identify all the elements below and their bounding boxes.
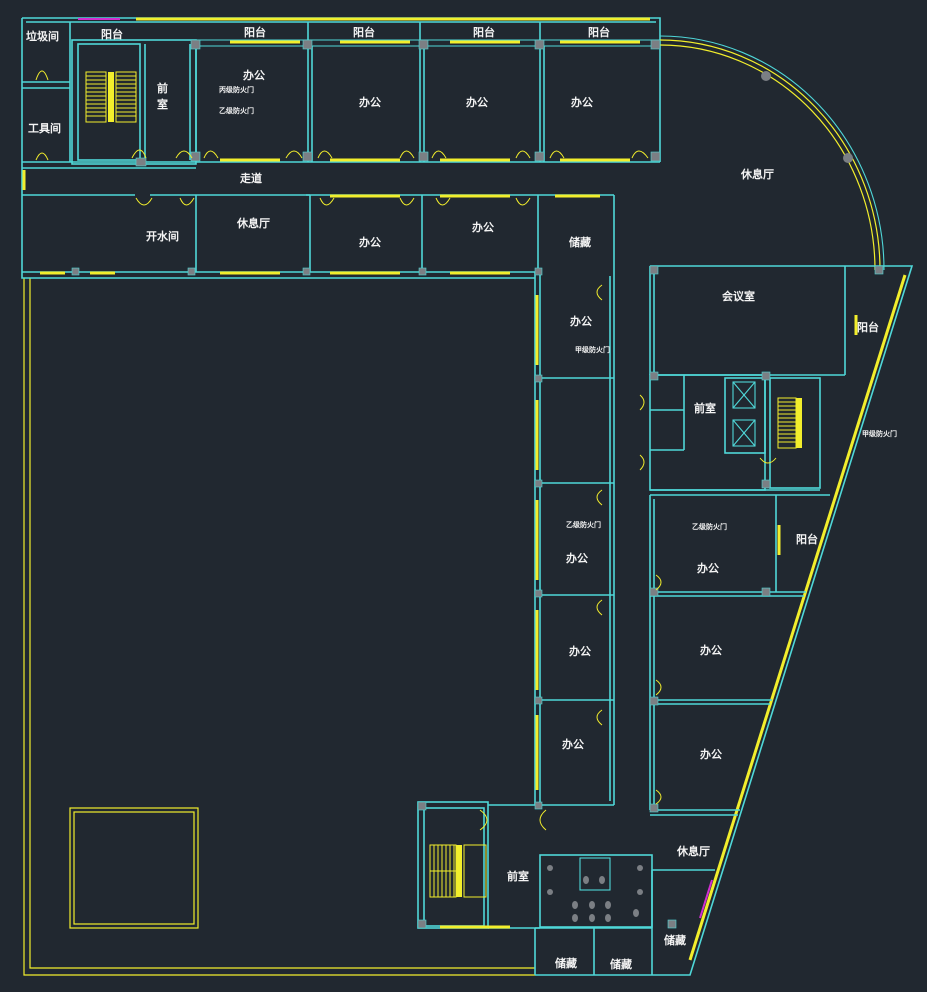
label-fire-door-a-mid: 甲级防火门	[575, 345, 610, 354]
label-balcony-east-2: 阳台	[796, 532, 818, 546]
label-fire-door-b-mid: 乙级防火门	[566, 520, 601, 529]
label-corridor: 走道	[239, 171, 262, 185]
label-office-top-4: 办公	[571, 95, 593, 109]
label-fire-door-a-east: 甲级防火门	[862, 429, 897, 438]
label-office-mid-1: 办公	[359, 235, 381, 249]
label-fire-door-c-top: 丙级防火门	[219, 85, 254, 94]
label-office-top-1: 办公	[243, 68, 265, 82]
label-storage-bottom-3: 储藏	[664, 933, 686, 947]
label-balcony-1: 阳台	[101, 27, 123, 41]
label-fire-door-b-top: 乙级防火门	[219, 106, 254, 115]
label-office-middle-4: 办公	[562, 737, 584, 751]
label-office-top-2: 办公	[359, 95, 381, 109]
room-labels: 垃圾间 工具间 阳台 前 室 阳台 阳台 阳台 阳台 办公 丙级防火门 乙级防火…	[26, 25, 897, 971]
label-balcony-4: 阳台	[473, 25, 495, 39]
label-office-middle-3: 办公	[569, 644, 591, 658]
label-office-top-3: 办公	[466, 95, 488, 109]
outer-boundary	[23, 278, 535, 976]
top-wing	[21, 17, 661, 279]
label-office-middle-1: 办公	[570, 314, 592, 328]
label-balcony-5: 阳台	[588, 25, 610, 39]
label-front-room-east: 前室	[694, 401, 716, 415]
curved-wall	[659, 35, 885, 271]
label-office-mid-2: 办公	[472, 220, 494, 234]
label-office-east-2: 办公	[700, 643, 722, 657]
label-lounge-bottom: 休息厅	[676, 844, 710, 858]
label-office-middle-2: 办公	[566, 551, 588, 565]
label-garbage-room: 垃圾间	[26, 29, 59, 43]
middle-wing	[417, 272, 653, 975]
stair-right	[777, 397, 802, 449]
toilet-fixtures	[547, 865, 643, 922]
stair-bottom	[429, 844, 487, 898]
label-storage-top: 储藏	[569, 235, 591, 249]
label-balcony-2: 阳台	[244, 25, 266, 39]
label-balcony-3: 阳台	[353, 25, 375, 39]
label-office-east-1: 办公	[697, 561, 719, 575]
label-meeting-room: 会议室	[722, 289, 755, 303]
columns	[71, 39, 884, 929]
label-front-room-v1: 前	[157, 81, 168, 95]
label-office-east-3: 办公	[700, 747, 722, 761]
stair-top-left	[85, 71, 137, 123]
label-boiler-room: 开水间	[146, 229, 179, 243]
label-storage-bottom-1: 储藏	[555, 956, 577, 970]
east-wing	[535, 265, 914, 976]
label-lounge-mid: 休息厅	[236, 216, 270, 230]
label-front-room-v2: 室	[157, 97, 168, 111]
label-tool-room: 工具间	[28, 122, 61, 135]
label-balcony-east-1: 阳台	[857, 320, 879, 334]
label-fire-door-b-east: 乙级防火门	[692, 522, 727, 531]
doors	[35, 70, 777, 831]
label-storage-bottom-2: 储藏	[610, 957, 632, 971]
label-lounge-top: 休息厅	[740, 167, 774, 181]
label-front-room-bottom: 前室	[507, 869, 529, 883]
